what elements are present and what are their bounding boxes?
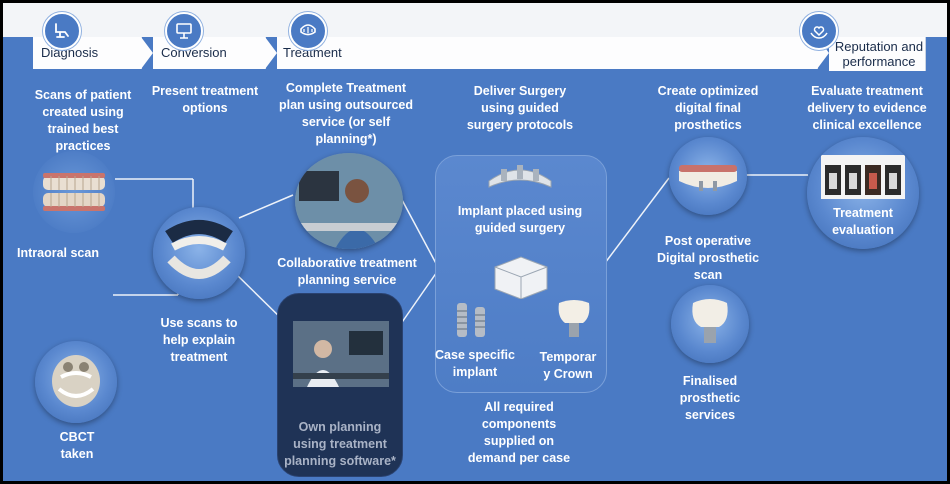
post-op-scan-label: Post operative Digital prosthetic scan: [643, 233, 773, 284]
conversion-scan-line3: treatment: [170, 350, 228, 364]
stage-treatment: Treatment: [277, 37, 818, 69]
implant-screws-image: [451, 299, 495, 343]
intraoral-scan-label: Intraoral scan: [17, 246, 99, 260]
prosthetics-heading: Create optimized digital final prostheti…: [645, 83, 771, 134]
diagnosis-heading-line2: created using: [42, 105, 124, 119]
treatment-heading-line4: planning*): [315, 132, 377, 146]
stage-arrow-1: [141, 37, 153, 69]
components-label: All required components supplied on dema…: [459, 399, 579, 467]
conversion-heading-line1: Present treatment: [151, 84, 259, 98]
surgery-heading: Deliver Surgery using guided surgery pro…: [455, 83, 585, 134]
cbct-image: [35, 341, 117, 423]
final-prosthetic-image: [671, 285, 749, 363]
case-implant-line1: Case specific: [435, 348, 515, 362]
reputation-heading-line2: delivery to evidence: [807, 101, 927, 115]
implant-placed-label: Implant placed using guided surgery: [449, 203, 591, 237]
own-planning-line3: planning software*: [284, 454, 396, 468]
treatment-evaluation-circle: [807, 137, 919, 249]
case-implant-line2: implant: [452, 365, 498, 379]
top-band: [3, 3, 947, 37]
reputation-heading-line3: clinical excellence: [812, 118, 922, 132]
own-planning-image: [293, 321, 389, 387]
reputation-heading: Evaluate treatment delivery to evidence …: [797, 83, 937, 134]
surgery-heading-line3: surgery protocols: [466, 118, 574, 132]
own-planning-label: Own planning using treatment planning so…: [279, 419, 401, 470]
post-op-scan-line1: Post operative: [664, 234, 752, 248]
surgical-guide-image: [485, 163, 555, 197]
reputation-heading-line1: Evaluate treatment: [811, 84, 923, 98]
own-planning-line2: using treatment: [293, 437, 387, 451]
dental-chair-icon: [43, 12, 81, 50]
hands-heart-icon: [800, 12, 838, 50]
prosthetics-heading-line3: prosthetics: [674, 118, 742, 132]
diagnosis-heading-line1: Scans of patient: [34, 88, 132, 102]
stage-reputation-line1: Reputation and: [834, 39, 924, 54]
conversion-scan-label: Use scans to help explain treatment: [143, 315, 255, 366]
treatment-heading-line1: Complete Treatment: [285, 81, 407, 95]
conversion-heading: Present treatment options: [145, 83, 265, 117]
case-implant-label: Case specific implant: [435, 347, 515, 381]
diagnosis-heading-line4: practices: [55, 139, 111, 153]
prosthetics-heading-line2: digital final: [675, 101, 741, 115]
cbct-label-line2: taken: [60, 447, 94, 461]
diagnosis-heading: Scans of patient created using trained b…: [23, 87, 143, 155]
denture-icon: [289, 12, 327, 50]
implant-placed-line1: Implant placed using: [457, 204, 583, 218]
treatment-heading-line3: service (or self: [301, 115, 391, 129]
temporary-crown-line2: y Crown: [543, 367, 593, 381]
treatment-heading: Complete Treatment plan using outsourced…: [271, 80, 421, 148]
treatment-evaluation-line2: evaluation: [832, 223, 894, 237]
components-line4: demand per case: [467, 451, 571, 465]
prosthetics-heading-line1: Create optimized: [657, 84, 759, 98]
stage-arrow-2: [265, 37, 277, 69]
final-prosthetic-line2: prosthetic: [679, 391, 741, 405]
treatment-heading-line2: plan using outsourced: [278, 98, 414, 112]
surgery-heading-line1: Deliver Surgery: [473, 84, 567, 98]
collaborative-planning-line1: Collaborative treatment: [277, 256, 417, 270]
conversion-scan-line2: help explain: [162, 333, 236, 347]
post-op-scan-line3: scan: [693, 268, 723, 282]
scan-explain-image: [153, 207, 245, 299]
temporary-crown-label: Temporar y Crown: [535, 349, 601, 383]
post-op-scan-line2: Digital prosthetic: [656, 251, 760, 265]
components-line1: All required: [484, 400, 554, 414]
collaborative-planning-label: Collaborative treatment planning service: [267, 255, 427, 289]
diagram-canvas: Diagnosis Conversion Treatment Reputatio…: [3, 3, 947, 481]
digital-prosthetic-image: [669, 137, 747, 215]
surgery-heading-line2: using guided: [481, 101, 559, 115]
temporary-crown-image: [551, 297, 597, 341]
components-line2: components: [481, 417, 557, 431]
collaborative-planning-line2: planning service: [297, 273, 397, 287]
final-prosthetic-line1: Finalised: [682, 374, 738, 388]
connector-lines: [113, 174, 808, 329]
component-box-image: [489, 253, 551, 300]
conversion-scan-line1: Use scans to: [160, 316, 238, 330]
own-planning-line1: Own planning: [298, 420, 382, 434]
final-prosthetic-label: Finalised prosthetic services: [663, 373, 757, 424]
stage-reputation-line2: performance: [842, 54, 916, 69]
cbct-label-line1: CBCT: [59, 430, 95, 444]
stage-treatment-label: Treatment: [283, 45, 342, 60]
collaborative-planning-image: [295, 153, 403, 249]
components-line3: supplied on: [483, 434, 555, 448]
intraoral-scan-image: [33, 151, 115, 233]
temporary-crown-line1: Temporar: [539, 350, 597, 364]
diagnosis-heading-line3: trained best: [47, 122, 119, 136]
final-prosthetic-line3: services: [684, 408, 736, 422]
cbct-label: CBCT taken: [43, 429, 111, 463]
treatment-evaluation-label: Treatment evaluation: [813, 205, 913, 239]
implant-placed-line2: guided surgery: [474, 221, 566, 235]
treatment-evaluation-line1: Treatment: [833, 206, 893, 220]
presentation-icon: [165, 12, 203, 50]
conversion-heading-line2: options: [182, 101, 228, 115]
